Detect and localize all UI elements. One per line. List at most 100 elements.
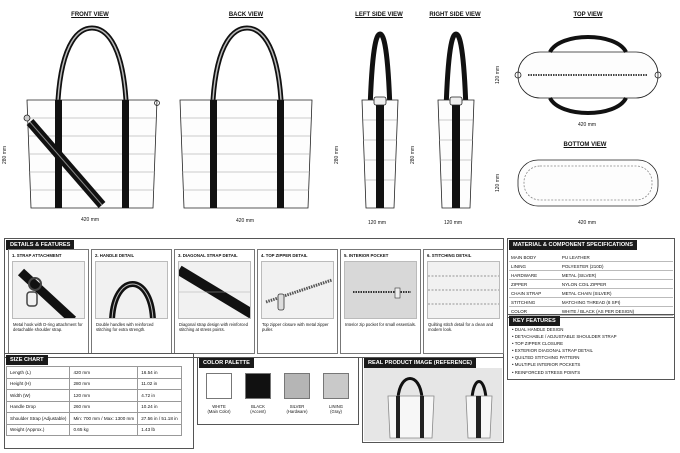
- detail-title: 5. INTERIOR POCKET: [344, 253, 389, 258]
- left-side-view-drawing: [361, 31, 399, 209]
- feature-text: DETACHABLE / ADJUSTABLE SHOULDER STRAP: [514, 334, 617, 340]
- swatch-label-black: BLACK(Accent): [238, 404, 278, 414]
- real-product-photo: [364, 368, 502, 441]
- real-image-panel: [362, 357, 504, 443]
- material-value: WHITE / BLACK (AS PER DESIGN): [559, 306, 673, 316]
- list-item: • QUILTED STITCHING PATTERN: [512, 355, 580, 361]
- size-chart-header: SIZE CHART: [6, 355, 48, 365]
- size-imperial: 10.24 in: [137, 400, 182, 413]
- detail-desc: Quilting stitch detail for a clean and m…: [428, 322, 494, 333]
- swatch-label-silver: SILVER(Hardware): [277, 404, 317, 414]
- feature-text: EXTERIOR DIAGONAL STRAP DETAIL: [514, 348, 594, 354]
- left-side-view-label: LEFT SIDE VIEW: [355, 12, 403, 18]
- detail-title: 1. STRAP ATTACHMENT: [12, 253, 62, 258]
- real-image-header: REAL PRODUCT IMAGE (REFERENCE): [364, 358, 477, 368]
- size-key: Shoulder Strap (Adjustable): [5, 412, 71, 425]
- detail-desc: Double handles with reinforced stitching…: [96, 322, 154, 333]
- materials-panel: [507, 238, 675, 318]
- feature-text: DUAL HANDLE DESIGN: [514, 327, 564, 332]
- material-value: METAL CHAIN (SILVER): [559, 288, 673, 298]
- features-header: KEY FEATURES: [509, 316, 560, 326]
- size-imperial: 1.43 lb: [137, 423, 182, 436]
- bottom-view-label: BOTTOM VIEW: [563, 142, 607, 148]
- list-item: • MULTIPLE INTERIOR POCKETS: [512, 362, 581, 368]
- size-imperial: 27.56 in / 51.18 in: [137, 412, 182, 425]
- material-value: METAL (SILVER): [559, 270, 673, 280]
- list-item: • DUAL HANDLE DESIGN: [512, 327, 564, 332]
- diagonal-strap-illustration: [178, 261, 251, 319]
- swatch-label-white: WHITE(Main Color): [199, 404, 239, 414]
- features-list: • DUAL HANDLE DESIGN • DETACHABLE / ADJU…: [512, 326, 617, 376]
- size-key: Weight (Approx.): [5, 423, 71, 436]
- material-key: COLOR: [509, 306, 560, 316]
- list-item: • REINFORCED STRESS POINTS: [512, 369, 581, 375]
- detail-title: 4. TOP ZIPPER DETAIL: [261, 253, 308, 258]
- back-view-label: BACK VIEW: [228, 12, 264, 18]
- swatch-black: [245, 373, 271, 399]
- swatch-note: (Main Color): [207, 409, 231, 414]
- size-key: Length (L): [5, 366, 71, 379]
- size-imperial: 11.02 in: [137, 377, 182, 390]
- bottom-width-dim: 120 mm: [495, 173, 502, 193]
- material-value: NYLON COIL ZIPPER: [559, 279, 673, 289]
- swatch-silver: [284, 373, 310, 399]
- material-value: PU LEATHER: [559, 253, 673, 262]
- handle-detail-illustration: [95, 261, 168, 319]
- details-header: DETAILS & FEATURES: [6, 240, 75, 250]
- list-item: • EXTERIOR DIAGONAL STRAP DETAIL: [512, 348, 594, 354]
- detail-strap-attachment: 1. STRAP ATTACHMENT Metal hook with D-ri…: [8, 249, 89, 354]
- feature-text: TOP ZIPPER CLOSURE: [514, 341, 564, 347]
- detail-interior-pocket: 5. INTERIOR POCKET Interior zip pocket f…: [340, 249, 421, 354]
- list-item: • DETACHABLE / ADJUSTABLE SHOULDER STRAP: [512, 334, 617, 340]
- top-zipper-illustration: [261, 261, 334, 319]
- detail-desc: Interior zip pocket for small essentials…: [345, 322, 416, 327]
- swatch-name: WHITE: [212, 404, 226, 409]
- detail-stitching: 6. STITCHING DETAIL Quilting stitch deta…: [423, 249, 504, 354]
- material-key: MAIN BODY: [509, 253, 560, 262]
- swatch-name: LINING: [329, 404, 343, 409]
- size-imperial: 16.54 in: [137, 366, 182, 379]
- right-width-dim: 120 mm: [444, 220, 463, 226]
- size-imperial: 4.72 in: [137, 389, 182, 402]
- strap-attachment-illustration: [12, 261, 85, 319]
- feature-text: REINFORCED STRESS POINTS: [514, 369, 581, 375]
- detail-top-zipper: 4. TOP ZIPPER DETAIL Top zipper closure …: [257, 249, 338, 354]
- size-key: Height (H): [5, 377, 71, 390]
- size-key: Handle Drop: [5, 400, 71, 413]
- swatch-name: BLACK: [251, 404, 265, 409]
- right-side-view-drawing: [437, 31, 475, 209]
- swatch-note: (Hardware): [286, 409, 308, 414]
- feature-text: QUILTED STITCHING PATTERN: [514, 355, 580, 361]
- table-row: Shoulder Strap (Adjustable)Min: 700 mm /…: [5, 412, 182, 425]
- feature-text: MULTIPLE INTERIOR POCKETS: [514, 362, 581, 368]
- detail-title: 3. DIAGONAL STRAP DETAIL: [178, 253, 238, 258]
- size-metric: 120 mm: [69, 389, 139, 402]
- size-key: Width (W): [5, 389, 71, 402]
- size-metric: 0.65 kg: [69, 423, 139, 436]
- detail-diagonal-strap: 3. DIAGONAL STRAP DETAIL Diagonal strap …: [174, 249, 255, 354]
- top-view-drawing: [514, 35, 662, 115]
- features-panel: [507, 314, 675, 380]
- size-metric: Min: 700 mm / Max: 1300 mm: [69, 412, 139, 425]
- material-key: HARDWARE: [509, 270, 560, 280]
- swatch-white: [206, 373, 232, 399]
- top-view-label: TOP VIEW: [573, 12, 603, 18]
- bottom-length-dim: 420 mm: [578, 220, 597, 226]
- color-palette-header: COLOR PALETTE: [199, 358, 254, 368]
- swatch-label-lining: LINING(Gray): [316, 404, 356, 414]
- size-chart-panel: [4, 353, 194, 449]
- detail-handle: 2. HANDLE DETAIL Double handles with rei…: [91, 249, 172, 354]
- front-view-label: FRONT VIEW: [71, 12, 109, 18]
- material-value: POLYESTER (210D): [559, 261, 673, 271]
- back-length-dim: 420 mm: [236, 218, 255, 224]
